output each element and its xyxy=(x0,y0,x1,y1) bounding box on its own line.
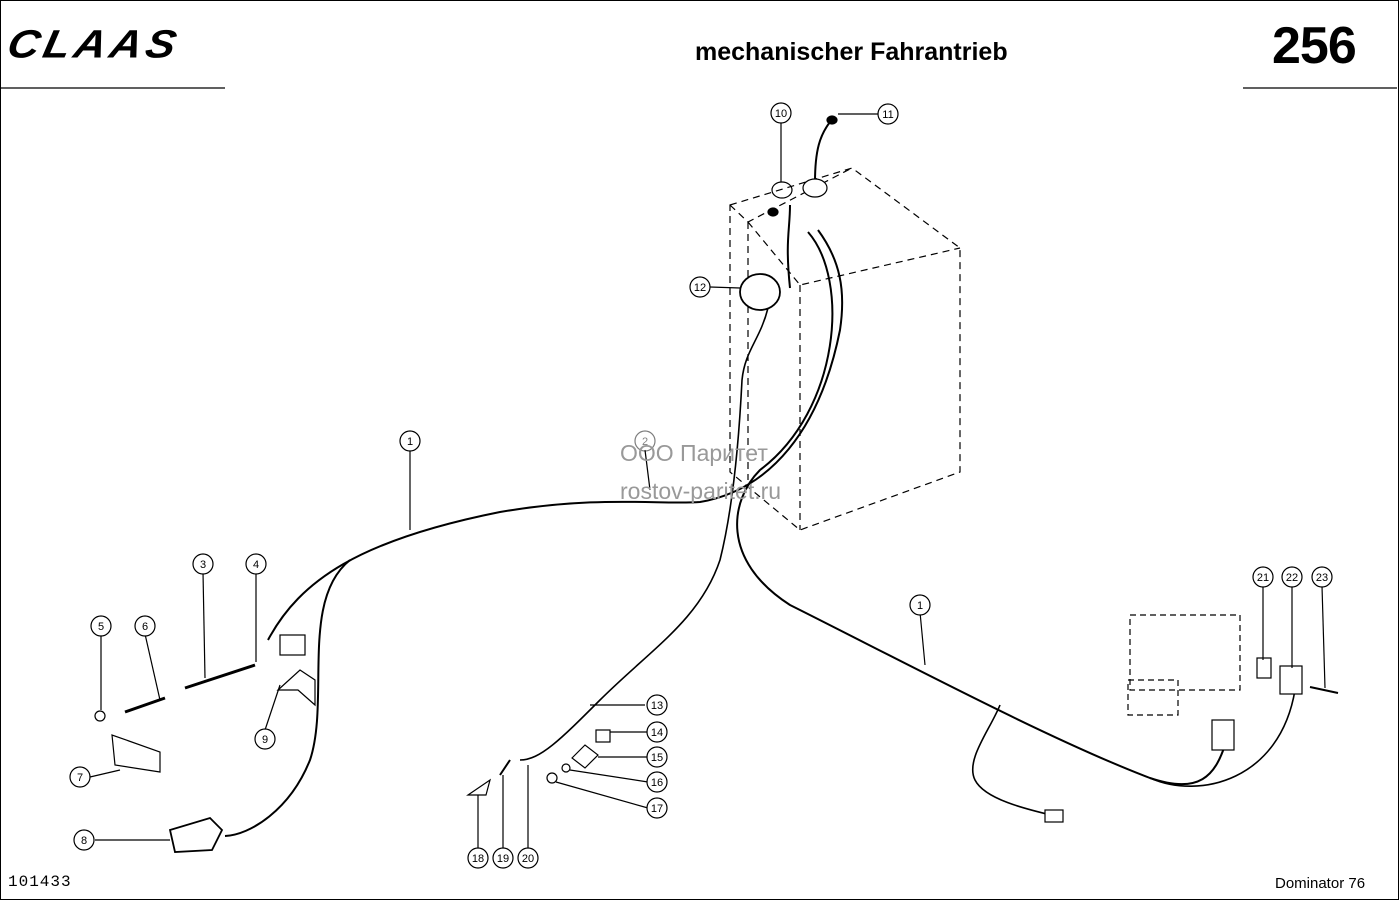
callout-15: 15 xyxy=(646,746,668,768)
svg-text:1: 1 xyxy=(407,436,413,448)
callout-21: 21 xyxy=(1252,566,1274,588)
cable-y1 xyxy=(1149,689,1296,787)
part-4-socket xyxy=(279,634,306,656)
svg-text:6: 6 xyxy=(142,621,148,633)
svg-text:12: 12 xyxy=(694,282,706,294)
callout-13: 13 xyxy=(646,694,668,716)
watermark-url: rostov-paritet.ru xyxy=(620,478,782,504)
callout-17: 17 xyxy=(646,797,668,819)
svg-text:16: 16 xyxy=(651,777,663,789)
svg-text:14: 14 xyxy=(651,727,663,739)
part-16-washer xyxy=(561,763,571,773)
callout-2: 2 xyxy=(634,430,656,452)
relay-y1 xyxy=(1211,719,1235,751)
svg-text:4: 4 xyxy=(253,559,259,571)
cable-end-sensor xyxy=(1044,809,1064,823)
relay-box-dashed xyxy=(1127,614,1241,716)
leader-7 xyxy=(89,769,121,778)
model-name: Dominator 76 xyxy=(1275,875,1366,892)
part-14-bolt xyxy=(595,729,611,743)
svg-text:18: 18 xyxy=(472,853,484,865)
callout-22: 22 xyxy=(1281,566,1303,588)
callout-5: 5 xyxy=(90,615,112,637)
part-11-connector xyxy=(802,178,828,198)
callout-16: 16 xyxy=(646,771,668,793)
part-10-connector xyxy=(771,181,793,199)
svg-text:8: 8 xyxy=(81,835,87,847)
cable-8 xyxy=(224,559,351,837)
callout-11: 11 xyxy=(877,103,899,125)
page-number: 256 xyxy=(1272,17,1357,75)
callout-18: 18 xyxy=(467,847,489,869)
part-8-plug xyxy=(168,816,224,853)
part-23-screw xyxy=(1309,686,1339,694)
part-5-nut xyxy=(94,710,106,722)
cable-12-tube xyxy=(786,204,791,289)
svg-text:2: 2 xyxy=(642,436,648,448)
part-3-rod xyxy=(184,663,256,690)
leader-23 xyxy=(1321,585,1326,689)
callout-6: 6 xyxy=(134,615,156,637)
callout-19: 19 xyxy=(492,847,514,869)
leader-2 xyxy=(644,449,651,491)
callout-1a: 1 xyxy=(399,430,421,452)
svg-text:7: 7 xyxy=(77,772,83,784)
leader-9 xyxy=(264,684,281,731)
leader-12 xyxy=(709,286,741,289)
callout-20: 20 xyxy=(517,847,539,869)
part-19-clip xyxy=(499,759,511,776)
svg-text:1: 1 xyxy=(917,600,923,612)
leader-16 xyxy=(569,769,649,783)
svg-text:17: 17 xyxy=(651,803,663,815)
cable-13 xyxy=(519,307,769,761)
drawing-number: 101433 xyxy=(8,873,72,891)
callout-8: 8 xyxy=(73,829,95,851)
leader-3 xyxy=(202,571,206,679)
part-7-bracket xyxy=(111,734,161,773)
svg-text:13: 13 xyxy=(651,700,663,712)
svg-text:20: 20 xyxy=(522,853,534,865)
svg-text:22: 22 xyxy=(1286,572,1298,584)
callout-3: 3 xyxy=(192,553,214,575)
leader-1b xyxy=(919,611,926,666)
svg-text:19: 19 xyxy=(497,853,509,865)
callout-9: 9 xyxy=(254,728,276,750)
leader-6 xyxy=(144,633,161,701)
cable-branch xyxy=(972,704,1056,817)
svg-text:21: 21 xyxy=(1257,572,1269,584)
leader-17 xyxy=(555,781,649,809)
cable-main-1-right xyxy=(736,231,1226,786)
part-18-pin xyxy=(466,778,491,796)
svg-text:9: 9 xyxy=(262,734,268,746)
housing-box xyxy=(729,167,961,531)
part-12-switch xyxy=(739,273,781,311)
part-15-plate xyxy=(571,744,599,769)
callout-12: 12 xyxy=(689,276,711,298)
part-9-bracket xyxy=(276,669,316,707)
callout-14: 14 xyxy=(646,721,668,743)
svg-text:11: 11 xyxy=(882,109,893,121)
svg-text:5: 5 xyxy=(98,621,104,633)
callout-4: 4 xyxy=(245,553,267,575)
callout-1b: 1 xyxy=(909,594,931,616)
svg-text:3: 3 xyxy=(200,559,206,571)
callout-10: 10 xyxy=(770,102,792,124)
cable-11-tube xyxy=(814,121,831,183)
page-title: mechanischer Fahrantrieb xyxy=(695,38,1008,66)
part-6-bolt xyxy=(124,696,166,714)
part-22-relay xyxy=(1279,665,1303,695)
svg-text:10: 10 xyxy=(775,108,787,120)
part-21-seal xyxy=(1256,657,1272,679)
part-11-tip xyxy=(826,115,838,125)
svg-text:15: 15 xyxy=(651,752,663,764)
part-12-tip xyxy=(767,207,779,217)
callout-23: 23 xyxy=(1311,566,1333,588)
part-17-nut xyxy=(546,772,558,784)
svg-text:23: 23 xyxy=(1316,572,1328,584)
watermark-company: ООО Паритет xyxy=(620,440,768,466)
cable-main-1 xyxy=(267,229,844,641)
callout-7: 7 xyxy=(69,766,91,788)
